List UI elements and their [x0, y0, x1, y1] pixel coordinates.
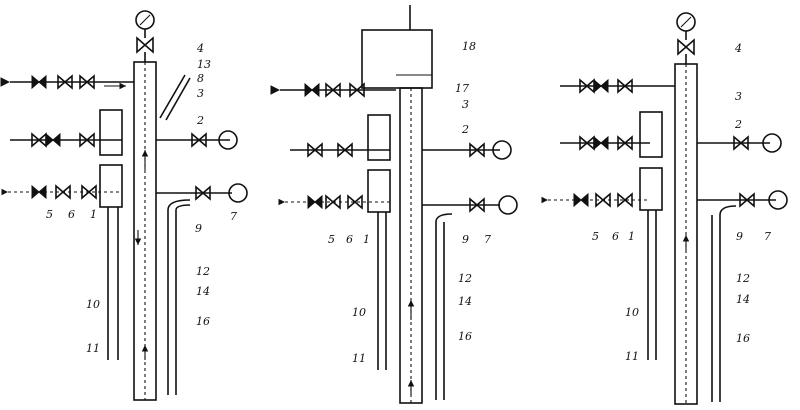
label-9: 9: [462, 233, 469, 246]
label-12: 12: [458, 272, 472, 285]
pressure-gauge-icon: [218, 130, 238, 150]
label-3: 3: [197, 87, 204, 100]
label-9: 9: [195, 222, 202, 235]
label-17: 17: [455, 82, 469, 95]
label-6: 6: [346, 233, 353, 246]
label-11: 11: [352, 352, 366, 365]
label-14: 14: [196, 285, 210, 298]
label-5: 5: [328, 233, 335, 246]
label-8: 8: [197, 72, 204, 85]
label-9: 9: [736, 230, 743, 243]
label-1: 1: [90, 208, 97, 221]
label-2: 2: [734, 118, 742, 131]
diagram-middle: 18 17 3 2 7 9 5 6 1 12 14 10 16 11: [270, 5, 518, 404]
diagram-left: 4 13 8 3 2 7 9 5 6 1 12 14 10 16 11: [0, 10, 248, 401]
label-12: 12: [736, 272, 750, 285]
valve-icon: [136, 36, 154, 54]
label-10: 10: [86, 298, 100, 311]
pressure-gauge-icon: [768, 190, 788, 210]
label-1: 1: [628, 230, 635, 243]
diagram-right: 4 3 2 7 9 5 6 1 12 14 10 16 11: [541, 12, 788, 405]
label-16: 16: [196, 315, 210, 328]
label-14: 14: [736, 293, 750, 306]
label-11: 11: [625, 350, 639, 363]
label-18: 18: [462, 40, 476, 53]
label-13: 13: [197, 58, 211, 71]
label-11: 11: [86, 342, 100, 355]
label-7: 7: [764, 230, 771, 243]
label-6: 6: [68, 208, 75, 221]
label-3: 3: [735, 90, 742, 103]
label-5: 5: [592, 230, 599, 243]
label-16: 16: [458, 330, 472, 343]
label-2: 2: [461, 123, 469, 136]
label-4: 4: [734, 42, 742, 55]
pressure-gauge-icon: [762, 133, 782, 153]
pressure-gauge-icon: [492, 140, 512, 160]
label-1: 1: [363, 233, 370, 246]
label-10: 10: [352, 306, 366, 319]
label-6: 6: [612, 230, 619, 243]
label-7: 7: [230, 210, 237, 223]
label-10: 10: [625, 306, 639, 319]
label-3: 3: [462, 98, 469, 111]
label-4: 4: [196, 42, 204, 55]
valve-icon: [677, 38, 695, 56]
label-7: 7: [484, 233, 491, 246]
label-16: 16: [736, 332, 750, 345]
label-2: 2: [196, 114, 204, 127]
label-12: 12: [196, 265, 210, 278]
device-18-box: [361, 29, 433, 89]
pressure-gauge-icon: [498, 195, 518, 215]
pressure-gauge-icon: [228, 183, 248, 203]
label-5: 5: [46, 208, 53, 221]
label-14: 14: [458, 295, 472, 308]
